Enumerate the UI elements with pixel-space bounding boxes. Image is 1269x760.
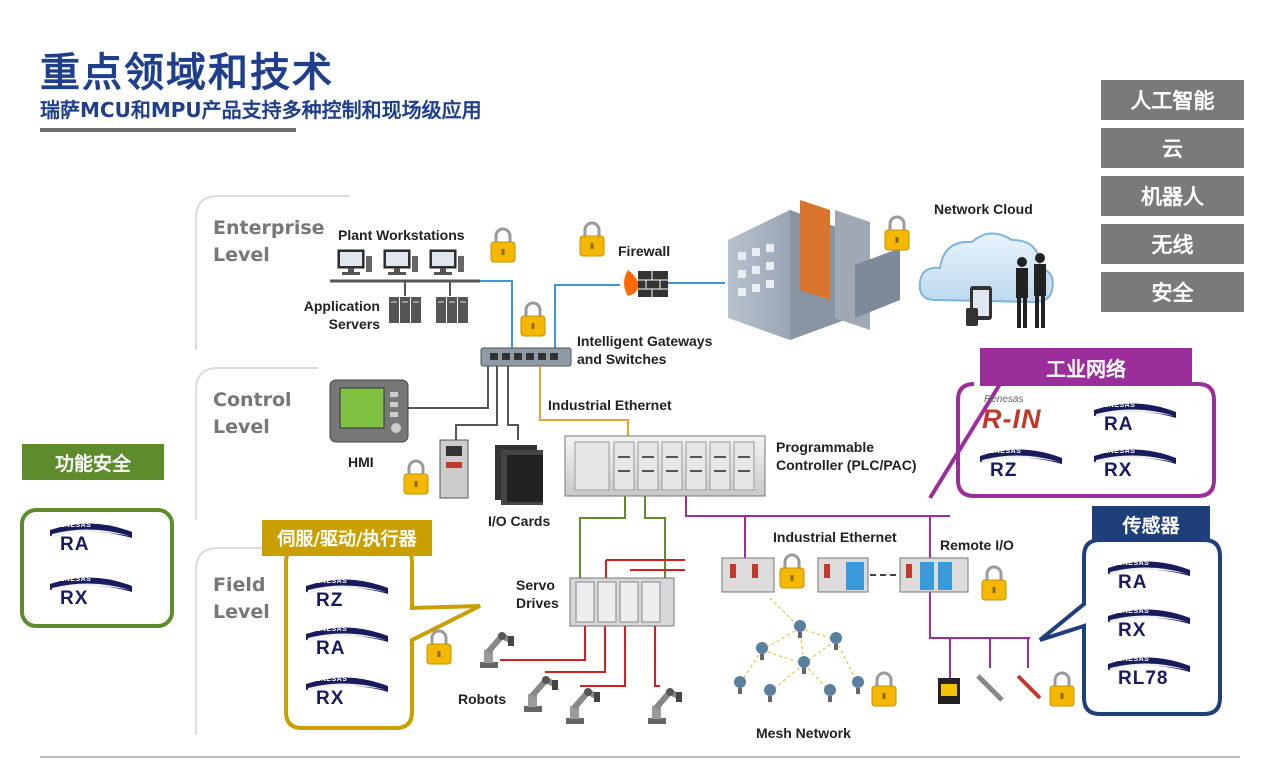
network-callout-box	[928, 382, 1216, 500]
functional-safety-box	[20, 508, 174, 628]
remote-io-label: Remote I/O	[940, 537, 1014, 553]
sensor-tag: 传感器	[1092, 506, 1210, 542]
lock-icon	[870, 671, 898, 708]
robot-icon	[480, 632, 514, 668]
industrial-ethernet-top-line	[539, 366, 629, 438]
title-underline	[40, 128, 296, 132]
robot-icon	[648, 688, 682, 724]
topic-ai: 人工智能	[1101, 80, 1244, 120]
lock-icon	[489, 227, 517, 264]
lock-icon	[980, 565, 1008, 602]
sensor-callout-box	[1038, 538, 1222, 716]
plc-servo-lines	[579, 496, 666, 578]
hmi-label: HMI	[348, 454, 374, 470]
factory-building-icon	[728, 200, 900, 340]
servo-drives-icon	[569, 577, 675, 627]
industrial-network-tag: 工业网络	[980, 348, 1192, 386]
industrial-ethernet-top-label: Industrial Ethernet	[548, 397, 672, 413]
network-cloud-label: Network Cloud	[934, 201, 1033, 217]
servo-robot-lines	[500, 559, 685, 687]
page-title: 重点领域和技术	[40, 50, 334, 96]
lock-icon	[578, 221, 606, 258]
topic-cloud: 云	[1101, 128, 1244, 168]
level-bands	[195, 195, 350, 735]
topic-wireless: 无线	[1101, 224, 1244, 264]
page-subtitle: 瑞萨MCU和MPU产品支持多种控制和现场级应用	[40, 98, 482, 122]
industrial-ethernet-mid-label: Industrial Ethernet	[773, 529, 897, 545]
application-servers-icon	[389, 281, 468, 323]
hmi-icon	[329, 379, 409, 443]
network-cloud-icon	[918, 232, 1054, 328]
firewall-label: Firewall	[618, 243, 671, 259]
robots-label: Robots	[458, 691, 507, 707]
io-cards-icon	[439, 439, 543, 505]
lock-icon	[883, 215, 911, 252]
lock-icon	[1048, 671, 1076, 708]
remote-io-modules	[721, 557, 969, 593]
topic-robot: 机器人	[1101, 176, 1244, 216]
plant-workstations-label: Plant Workstations	[338, 227, 465, 243]
gateway-switch-icon	[480, 347, 572, 367]
field-sensors-icon	[938, 674, 1042, 704]
topic-security: 安全	[1101, 272, 1244, 312]
plant-workstations-icon	[330, 249, 480, 283]
io-cards-label: I/O Cards	[488, 513, 551, 529]
hmi-connections	[408, 366, 519, 440]
plc-icon	[564, 435, 766, 497]
blue-network-lines	[480, 280, 725, 352]
bottom-divider	[40, 756, 1240, 758]
firewall-icon	[624, 270, 668, 297]
servo-drive-tag: 伺服/驱动/执行器	[262, 520, 432, 556]
industrial-ethernet-mid-line	[685, 496, 1030, 680]
functional-safety-tag: 功能安全	[22, 444, 164, 480]
mesh-network-label: Mesh Network	[756, 725, 851, 741]
robot-icon	[524, 676, 558, 712]
lock-icon	[402, 459, 430, 496]
robot-icon	[566, 688, 600, 724]
renesas-rin-logo: Renesas R-IN	[982, 394, 1042, 434]
lock-icon	[778, 553, 806, 590]
lock-icon	[425, 629, 453, 666]
lock-icon	[519, 301, 547, 338]
mesh-network-icon	[734, 597, 864, 702]
